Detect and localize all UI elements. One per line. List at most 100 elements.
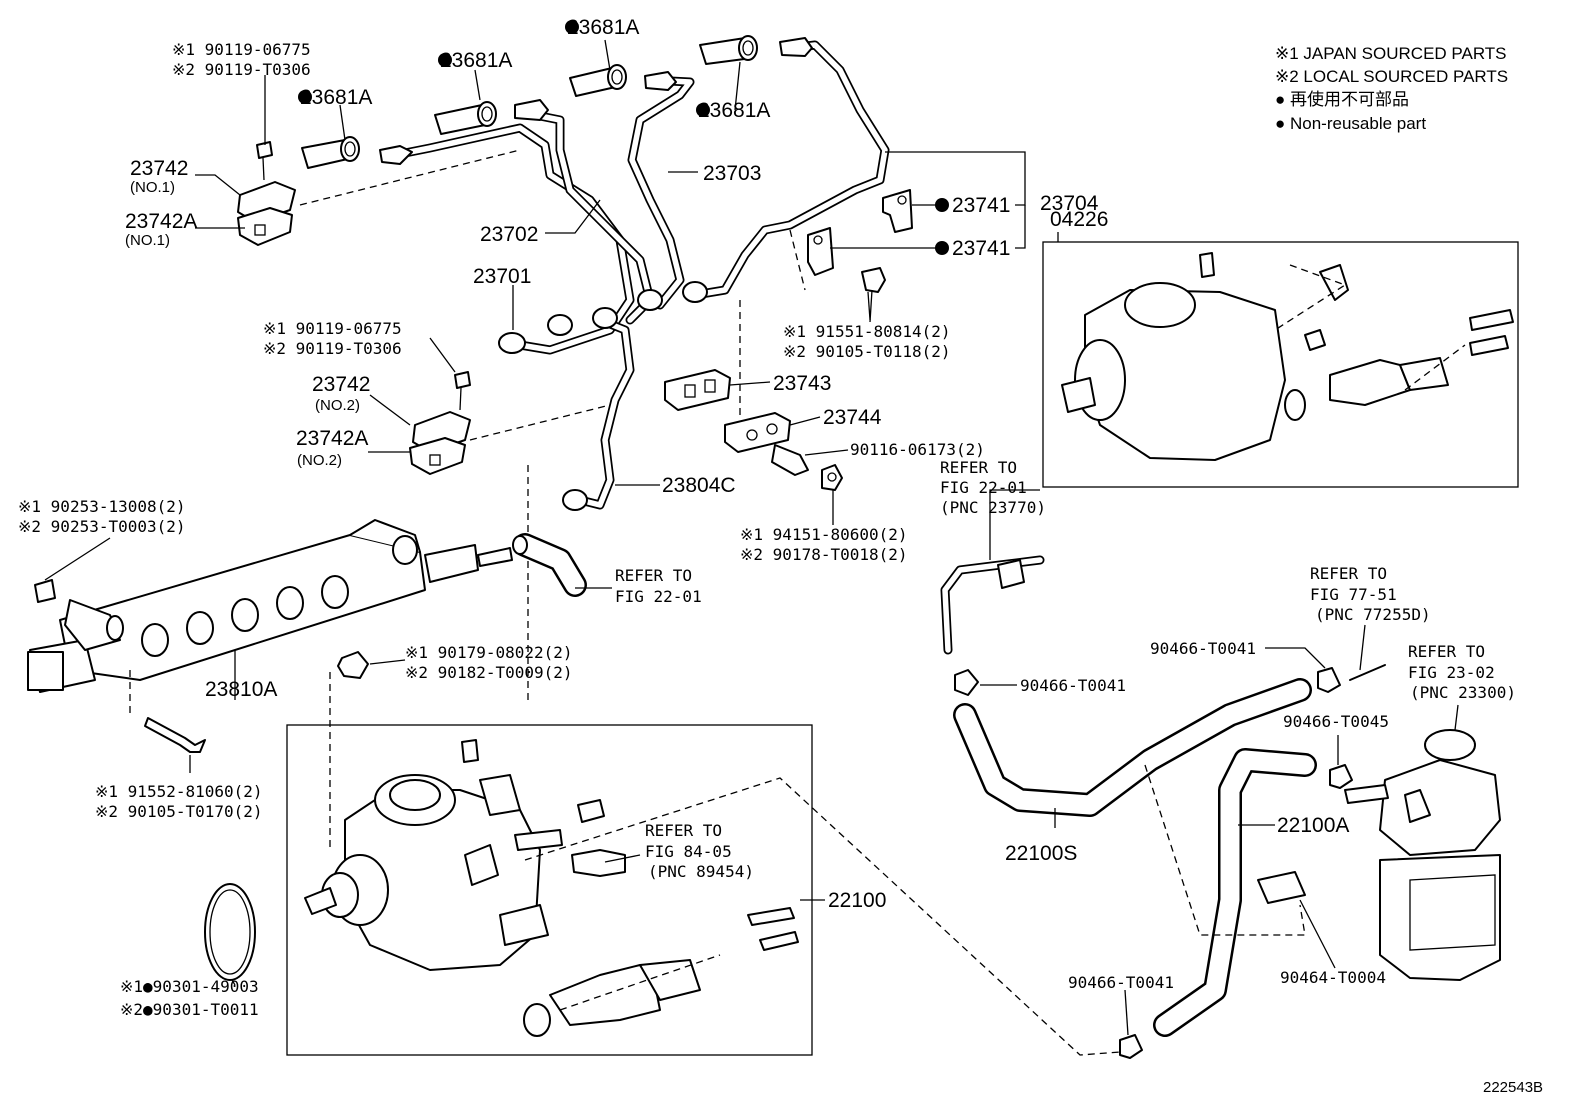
label-23704: 23704 bbox=[1040, 192, 1099, 215]
grommet-23681a-2 bbox=[434, 99, 549, 135]
label-23744: 23744 bbox=[823, 406, 882, 429]
grommet-23681a-3 bbox=[569, 64, 677, 97]
label-refer-to: REFER TO bbox=[645, 821, 722, 840]
label-no1: (NO.1) bbox=[125, 232, 170, 249]
label-23741: 23741 bbox=[952, 194, 1010, 217]
screw-90253 bbox=[34, 579, 56, 603]
common-rail-23810a bbox=[27, 519, 513, 693]
dash-clamp bbox=[789, 229, 806, 291]
clamp-23741-upper bbox=[882, 189, 913, 233]
label-23681a: 23681A bbox=[300, 86, 372, 109]
label-bolt-japan: ※1 90119-06775 bbox=[263, 319, 402, 338]
label-refer-fig: FIG 77-51 bbox=[1310, 585, 1397, 604]
label-23702: 23702 bbox=[480, 223, 538, 246]
label-23681a: 23681A bbox=[698, 99, 770, 122]
pipe-nuts bbox=[498, 281, 708, 511]
label-refer-pnc: (PNC 89454) bbox=[648, 862, 754, 881]
label-clip-90466-t0045: 90466-T0045 bbox=[1283, 712, 1389, 731]
label-23742a: 23742A bbox=[125, 210, 197, 233]
part-labels: 23681A 23681A 23681A 23681A ※1 90119-067… bbox=[18, 16, 1543, 1096]
label-23741: 23741 bbox=[952, 237, 1010, 260]
label-nut-90179-local: ※2 90182-T0009(2) bbox=[405, 663, 573, 682]
nut-94151 bbox=[821, 464, 843, 491]
label-refer-to: REFER TO bbox=[615, 566, 692, 585]
label-23743: 23743 bbox=[773, 372, 831, 395]
dash-valve bbox=[559, 954, 721, 1011]
nonreusable-mark bbox=[438, 53, 452, 67]
label-no2: (NO.2) bbox=[297, 452, 342, 469]
label-23681a: 23681A bbox=[440, 49, 512, 72]
clamp-23741-lower bbox=[807, 227, 834, 276]
label-23703: 23703 bbox=[703, 162, 761, 185]
label-refer-pnc: (PNC 77255D) bbox=[1315, 605, 1431, 624]
label-clip-90466: 90466-T0041 bbox=[1020, 676, 1126, 695]
suction-control-valve bbox=[523, 907, 799, 1037]
fuel-filter-23300 bbox=[1344, 729, 1501, 981]
dash-pump-hose bbox=[524, 777, 1121, 1056]
label-screw-japan: ※1 90253-13008(2) bbox=[18, 497, 186, 516]
label-clip-90466: 90466-T0041 bbox=[1068, 973, 1174, 992]
clip-90466-t0041-c bbox=[1119, 1034, 1143, 1059]
label-nut-94151-japan: ※1 94151-80600(2) bbox=[740, 525, 908, 544]
label-23701: 23701 bbox=[473, 265, 531, 288]
legend-local: ※2 LOCAL SOURCED PARTS bbox=[1275, 67, 1508, 86]
label-nut-90179-japan: ※1 90179-08022(2) bbox=[405, 643, 573, 662]
bolt-91551 bbox=[861, 267, 886, 321]
label-refer-fig: FIG 22-01 bbox=[615, 587, 702, 606]
dash-hose bbox=[1144, 764, 1306, 936]
stud-90116 bbox=[771, 444, 809, 476]
hose-22100s bbox=[953, 678, 1312, 817]
supply-pump-box bbox=[286, 724, 813, 1056]
injection-pipes bbox=[390, 40, 890, 510]
label-o-ring-local: ※2●90301-T0011 bbox=[120, 1000, 259, 1019]
label-bolt-91551-local: ※2 90105-T0118(2) bbox=[783, 342, 951, 361]
label-23681a: 23681A bbox=[567, 16, 639, 39]
label-23742a: 23742A bbox=[296, 427, 368, 450]
legend-japan: ※1 JAPAN SOURCED PARTS bbox=[1275, 44, 1507, 63]
dash-clamp-no1 bbox=[299, 149, 521, 206]
label-no1: (NO.1) bbox=[130, 179, 175, 196]
hose-22100a bbox=[1153, 748, 1317, 1037]
dash-kit-2 bbox=[1404, 344, 1466, 391]
label-refer-pnc: (PNC 23770) bbox=[940, 498, 1046, 517]
clip-90464-t0004 bbox=[1257, 871, 1306, 904]
gasket-kit-box bbox=[1042, 241, 1519, 488]
nonreusable-mark bbox=[935, 241, 949, 255]
clamp-23742-no1 bbox=[237, 141, 296, 246]
label-nut-94151-local: ※2 90178-T0018(2) bbox=[740, 545, 908, 564]
label-bolt-local: ※2 90119-T0306 bbox=[263, 339, 402, 358]
leader-lines bbox=[44, 39, 1459, 1036]
label-no2: (NO.2) bbox=[315, 397, 360, 414]
supply-pump-22100 bbox=[304, 739, 563, 971]
label-clip-90466: 90466-T0041 bbox=[1150, 639, 1256, 658]
label-23742: 23742 bbox=[130, 157, 188, 180]
label-refer-fig: FIG 84-05 bbox=[645, 842, 732, 861]
legend-nonreuse-jp: ● 再使用不可部品 bbox=[1275, 89, 1409, 109]
label-bolt-91552-japan: ※1 91552-81060(2) bbox=[95, 782, 263, 801]
label-refer-to: REFER TO bbox=[940, 458, 1017, 477]
dash-kit bbox=[1274, 264, 1347, 331]
label-22100s: 22100S bbox=[1005, 842, 1077, 865]
clamp-23744 bbox=[724, 412, 791, 453]
o-ring-90301 bbox=[204, 883, 256, 981]
nonreusable-mark bbox=[298, 90, 312, 104]
bolt-91552 bbox=[144, 717, 206, 753]
label-refer-fig: FIG 22-01 bbox=[940, 478, 1027, 497]
label-bolt-91551-japan: ※1 91551-80814(2) bbox=[783, 322, 951, 341]
label-22100: 22100 bbox=[828, 889, 886, 912]
label-23804c: 23804C bbox=[662, 474, 736, 497]
label-refer-fig: FIG 23-02 bbox=[1408, 663, 1495, 682]
nonreusable-mark bbox=[935, 198, 949, 212]
label-stud-90116: 90116-06173(2) bbox=[850, 440, 985, 459]
nonreusable-mark bbox=[565, 20, 579, 34]
label-clip-90464: 90464-T0004 bbox=[1280, 968, 1386, 987]
legend: ※1 JAPAN SOURCED PARTS ※2 LOCAL SOURCED … bbox=[1275, 44, 1508, 133]
fuel-hose-stub bbox=[512, 533, 587, 597]
clamp-23742-no2 bbox=[409, 371, 471, 475]
label-bolt-japan: ※1 90119-06775 bbox=[172, 40, 311, 59]
label-refer-pnc: (PNC 23300) bbox=[1410, 683, 1516, 702]
label-screw-local: ※2 90253-T0003(2) bbox=[18, 517, 186, 536]
label-23742: 23742 bbox=[312, 373, 370, 396]
label-bolt-91552-local: ※2 90105-T0170(2) bbox=[95, 802, 263, 821]
